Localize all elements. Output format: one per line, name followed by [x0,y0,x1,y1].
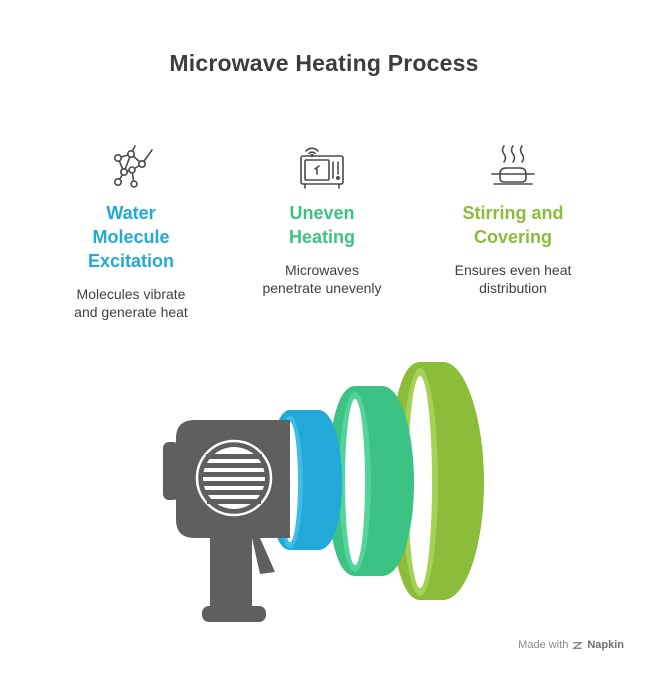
microwave-oven-icon [300,147,344,189]
step-heading: Stirring and Covering [462,203,564,247]
molecule-network-icon [114,145,153,188]
footer-prefix: Made with [518,639,569,651]
wave-emitter-speaker-icon [163,362,484,622]
step-stirring-and-covering: Stirring and Covering Ensures even heat … [433,140,593,297]
napkin-logo-icon [572,641,584,649]
covered-steaming-dish-icon [491,145,535,185]
step-heading: Water Molecule Excitation [87,203,175,271]
step-description: Ensures even heat distribution [454,262,572,296]
emitter-body [163,420,290,622]
step-description: Microwaves penetrate unevenly [262,262,382,296]
wave-ring-teal [328,386,414,576]
step-uneven-heating: Uneven Heating Microwaves penetrate unev… [242,140,402,297]
wave-ring-green [390,362,484,600]
step-water-molecule-excitation: Water Molecule Excitation Molecules vibr… [51,140,211,321]
step-description: Molecules vibrate and generate heat [74,286,188,320]
step-heading: Uneven Heating [288,203,355,247]
page-title: Microwave Heating Process [169,50,479,76]
footer-brand: Napkin [587,639,624,651]
made-with-napkin-footer[interactable]: Made with Napkin [518,639,624,651]
